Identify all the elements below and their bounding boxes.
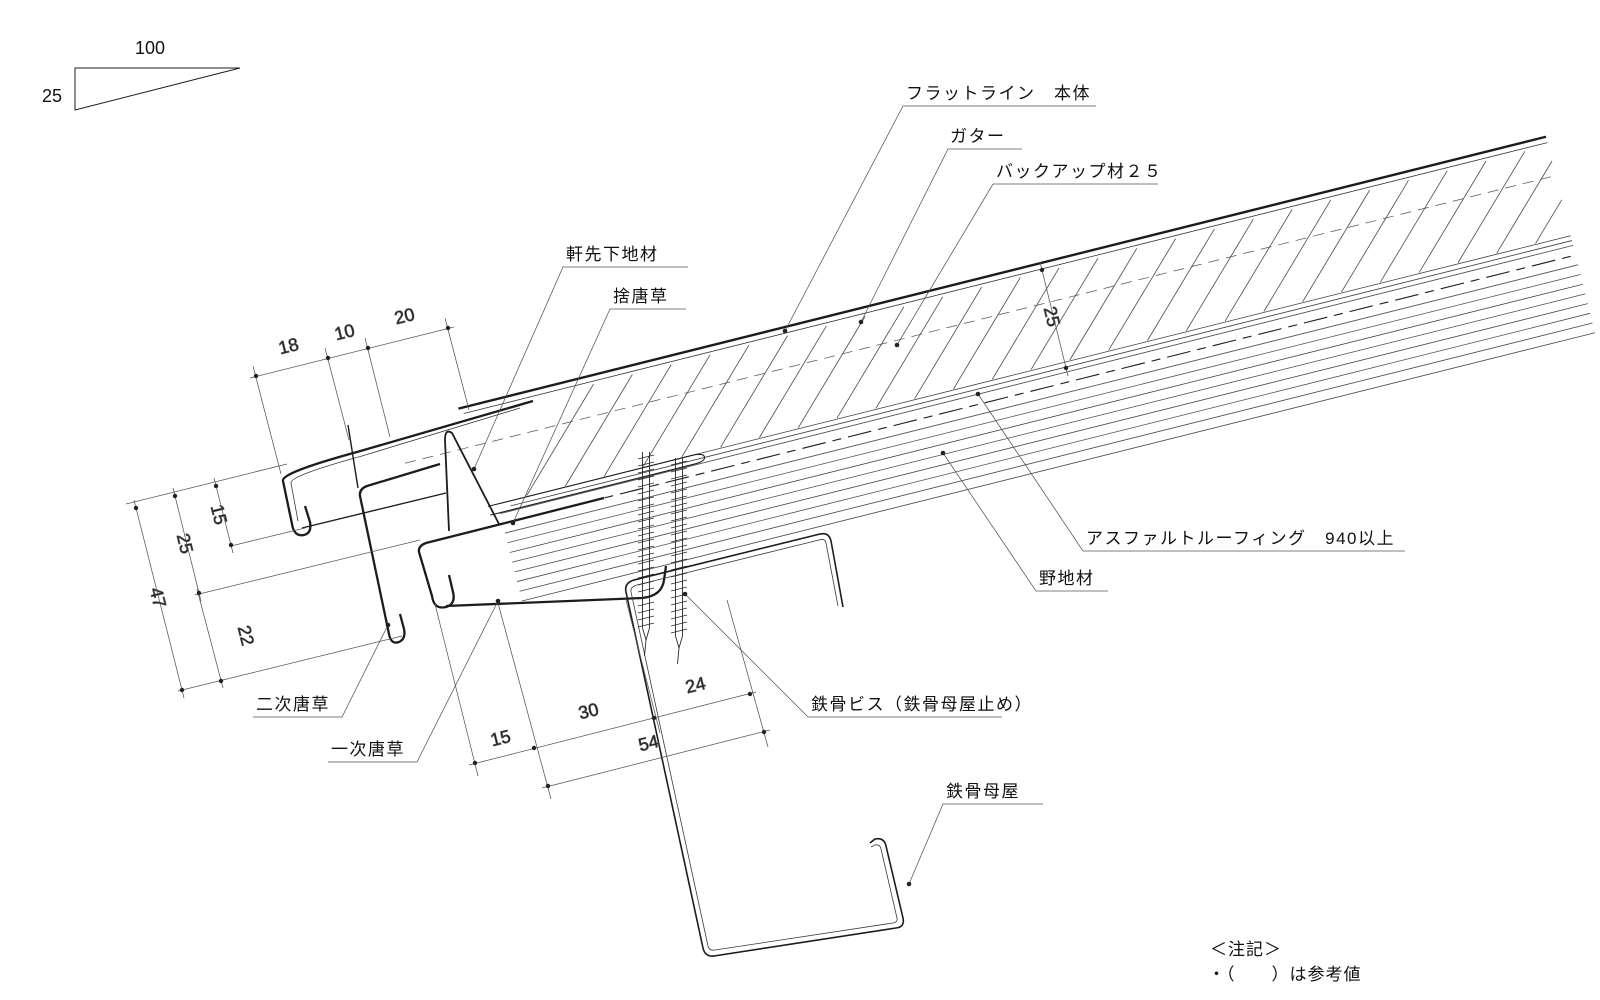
roof-board-layers	[500, 245, 1596, 602]
backup-boundary	[497, 235, 1573, 507]
dim-purlin-area: 15 30 24 54	[434, 599, 771, 800]
callout-backup: バックアップ材２５	[996, 162, 1163, 181]
note-body: ・（ ）は参考値	[1208, 965, 1362, 984]
callout-eave-base: 軒先下地材	[566, 245, 659, 264]
leader-asphalt-roofing	[975, 391, 1405, 552]
leader-gutter	[858, 148, 1022, 325]
callout-asphalt-roofing: アスファルトルーフィング 940以上	[1086, 529, 1396, 548]
leader-primary-karakusa	[328, 598, 501, 763]
dim-20: 20	[392, 304, 416, 328]
backup-hatch	[526, 151, 1563, 496]
eave-flashings	[281, 399, 668, 644]
primary-karakusa-profile	[417, 496, 605, 609]
dim-15-left: 15	[207, 502, 231, 526]
leader-backup	[894, 183, 1158, 348]
roof-assembly	[404, 135, 1596, 602]
leader-sute-karakusa	[510, 308, 686, 526]
callout-sute-karakusa: 捨唐草	[613, 287, 669, 306]
dim-22-left: 22	[234, 623, 258, 647]
scale-rise-label: 25	[42, 86, 63, 106]
leader-roof-board	[940, 450, 1108, 592]
secondary-karakusa-profile	[358, 462, 441, 644]
dim-25-left: 25	[173, 531, 197, 555]
callout-primary-karakusa: 一次唐草	[331, 740, 405, 759]
cap-bottom-fold	[301, 492, 447, 529]
leader-flat-line	[782, 105, 1096, 334]
leader-secondary-karakusa	[253, 622, 391, 718]
eave-base-wedge	[444, 430, 500, 532]
secondary-karakusa-upper	[347, 424, 359, 489]
dim-eave-edge: 18 10 20	[249, 304, 470, 475]
dim-15-bottom: 15	[488, 726, 512, 750]
backup-center-line	[404, 175, 1556, 464]
steel-purlin-channel	[624, 532, 905, 957]
leader-steel-screw	[682, 591, 1002, 718]
callout-secondary-karakusa: 二次唐草	[256, 695, 330, 714]
leader-lines	[253, 105, 1405, 887]
dim-25-backup: 25	[1040, 304, 1064, 328]
sute-karakusa-strip	[487, 453, 706, 516]
dim-18: 18	[276, 334, 300, 358]
note-heading: ＜注記＞	[1210, 940, 1282, 959]
slope-triangle	[74, 67, 241, 111]
dim-24-bottom: 24	[683, 673, 707, 697]
leader-eave-base	[471, 266, 688, 472]
gutter-eave-cap-inner	[290, 407, 521, 522]
dim-backup-thickness: 25	[1039, 261, 1069, 377]
callout-roof-board: 野地材	[1039, 569, 1095, 588]
steel-screws	[637, 452, 688, 665]
dim-30-bottom: 30	[576, 699, 600, 723]
dim-eave-vertical: 15 25 47 22	[125, 463, 421, 699]
scale-run-label: 100	[135, 38, 166, 58]
callout-steel-purlin: 鉄骨母屋	[946, 782, 1020, 801]
dim-47-left: 47	[146, 585, 170, 609]
dim-54-bottom: 54	[636, 731, 660, 755]
roof-panel	[458, 135, 1548, 414]
callout-gutter: ガター	[950, 127, 1006, 146]
dim-10: 10	[332, 320, 356, 344]
leader-steel-purlin	[906, 803, 1043, 887]
callout-steel-screw: 鉄骨ビス（鉄骨母屋止め）	[811, 695, 1033, 714]
callout-flat-line: フラットライン 本体	[906, 84, 1091, 103]
